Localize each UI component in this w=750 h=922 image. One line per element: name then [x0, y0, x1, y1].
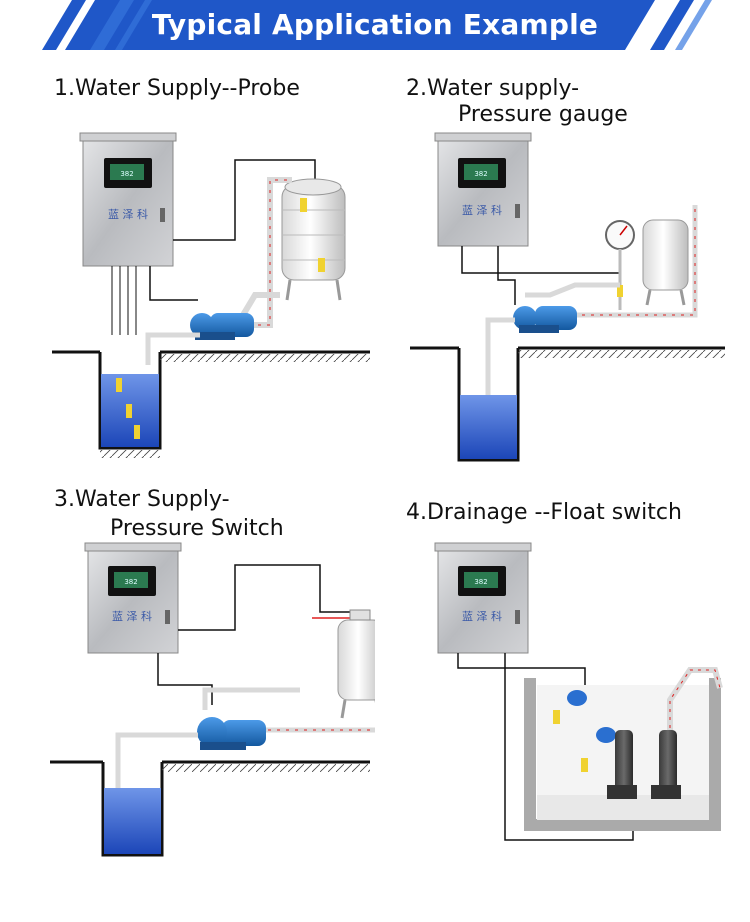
control-cabinet-icon: 382 蓝 泽 科 — [79, 132, 177, 267]
probe-icon — [116, 378, 140, 439]
section-1-heading: 1.Water Supply--Probe — [54, 76, 300, 101]
water-pump-icon — [513, 306, 577, 333]
svg-text:蓝 泽 科: 蓝 泽 科 — [112, 609, 152, 623]
water-pump-icon — [197, 717, 266, 750]
water-pump-icon — [190, 313, 254, 340]
svg-text:382: 382 — [124, 578, 137, 586]
title-banner: Typical Application Example — [0, 0, 750, 50]
water-tank-icon — [281, 178, 346, 301]
svg-text:蓝 泽 科: 蓝 泽 科 — [462, 609, 502, 623]
section-3-subheading: Pressure Switch — [110, 516, 284, 541]
pressure-tank-icon — [337, 609, 375, 719]
diagram-water-supply-pressure-switch: 382 蓝 泽 科 — [50, 542, 375, 857]
pressure-gauge-icon — [605, 220, 635, 310]
section-2-subheading: Pressure gauge — [458, 102, 628, 127]
svg-text:382: 382 — [474, 170, 487, 178]
banner-background — [42, 0, 712, 50]
section-2-heading: 2.Water supply- — [406, 76, 580, 101]
diagram-water-supply-probe: 382 蓝 泽 科 — [52, 132, 370, 458]
diagram-water-supply-pressure-gauge: 382 蓝 泽 科 — [410, 132, 725, 462]
svg-text:蓝 泽 科: 蓝 泽 科 — [462, 203, 502, 217]
diagram-drainage-float-switch: 382 蓝 泽 科 — [434, 542, 723, 841]
control-cabinet-icon: 382 蓝 泽 科 — [84, 542, 182, 654]
svg-text:蓝 泽 科: 蓝 泽 科 — [108, 207, 148, 221]
control-cabinet-icon: 382 蓝 泽 科 — [434, 132, 532, 247]
pressure-tank-icon — [642, 219, 689, 306]
float-switch-icon — [553, 690, 616, 772]
section-4-heading: 4.Drainage --Float switch — [406, 500, 682, 525]
svg-text:382: 382 — [120, 170, 133, 178]
section-3-heading: 3.Water Supply- — [54, 487, 230, 512]
banner-title: Typical Application Example — [151, 8, 599, 41]
submersible-pump-icon — [607, 730, 681, 799]
svg-text:382: 382 — [474, 578, 487, 586]
control-cabinet-icon: 382 蓝 泽 科 — [434, 542, 532, 654]
